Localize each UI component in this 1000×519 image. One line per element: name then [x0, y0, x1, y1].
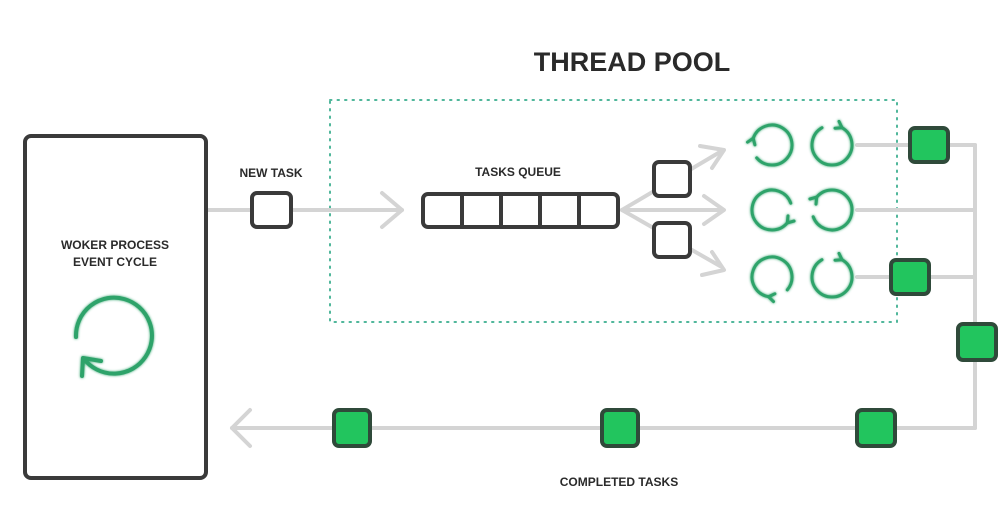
- completed-task-boxes: [332, 126, 998, 448]
- thread-cycle-icon: [750, 255, 794, 304]
- cycle-icon: [73, 295, 154, 378]
- worker-label-line1: WOKER PROCESS: [61, 238, 169, 252]
- completed-task-box: [889, 258, 931, 296]
- dispatched-task-box: [652, 160, 692, 198]
- thread-cycle-icon: [746, 123, 794, 167]
- tasks-queue-label: TASKS QUEUE: [475, 165, 561, 179]
- thread-cycle-icon: [810, 119, 854, 167]
- new-task-box: [250, 191, 293, 229]
- thread-pool-boundary: [329, 99, 898, 323]
- queue-container: [421, 192, 620, 229]
- thread-cycle-icon: [810, 251, 854, 299]
- new-task-label: NEW TASK: [239, 166, 302, 180]
- completed-task-box: [956, 322, 998, 362]
- worker-process-box: [23, 134, 208, 480]
- new-task-arrowhead: [380, 191, 404, 229]
- worker-label-line2: EVENT CYCLE: [73, 255, 157, 269]
- tasks-queue: [421, 192, 620, 229]
- thread-cycle-icon: [750, 188, 796, 232]
- fanout-arrowhead-bottom: [700, 250, 726, 277]
- threads-group: [746, 119, 854, 304]
- dispatched-task-box: [652, 221, 692, 259]
- fanout-arrowhead-mid: [702, 194, 726, 226]
- fanout-arrowhead-top: [698, 144, 726, 170]
- completed-task-box: [600, 408, 640, 448]
- completed-task-box: [332, 408, 372, 448]
- completed-arrowhead: [230, 408, 252, 448]
- completed-tasks-label: COMPLETED TASKS: [560, 475, 678, 489]
- completed-task-box: [855, 408, 897, 448]
- connector-lines: [206, 143, 977, 448]
- thread-cycle-icon: [808, 188, 854, 232]
- completed-task-box: [908, 126, 950, 164]
- diagram-title: THREAD POOL: [534, 47, 731, 77]
